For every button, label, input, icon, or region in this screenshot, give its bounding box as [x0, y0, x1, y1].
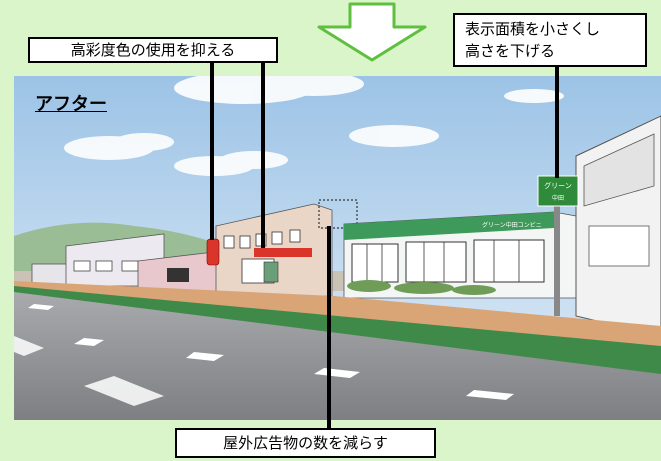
label-reduce-saturation: 高彩度色の使用を抑える — [28, 37, 278, 63]
pointer-line-bottom — [327, 226, 331, 429]
down-arrow-icon — [317, 2, 427, 62]
pointer-line-right — [555, 66, 559, 178]
label-reduce-sign-count: 屋外広告物の数を減らす — [175, 428, 436, 458]
pointer-line-left-a — [210, 62, 214, 240]
pointer-line-left-b — [261, 62, 265, 248]
label-top-right-line1: 表示面積を小さくし — [465, 20, 601, 38]
label-top-right-line2: 高さを下げる — [465, 42, 556, 60]
pole-sign-line1: グリーン — [544, 181, 572, 190]
street-scene-illustration: グリーン中田コンビニ グリーン 中田 — [14, 76, 661, 420]
store-fascia-text: グリーン中田コンビニ — [482, 221, 542, 229]
after-label: アフター — [35, 94, 107, 115]
pole-sign-line2: 中田 — [552, 194, 564, 202]
label-reduce-area-height: 表示面積を小さくし 高さを下げる — [453, 13, 647, 67]
